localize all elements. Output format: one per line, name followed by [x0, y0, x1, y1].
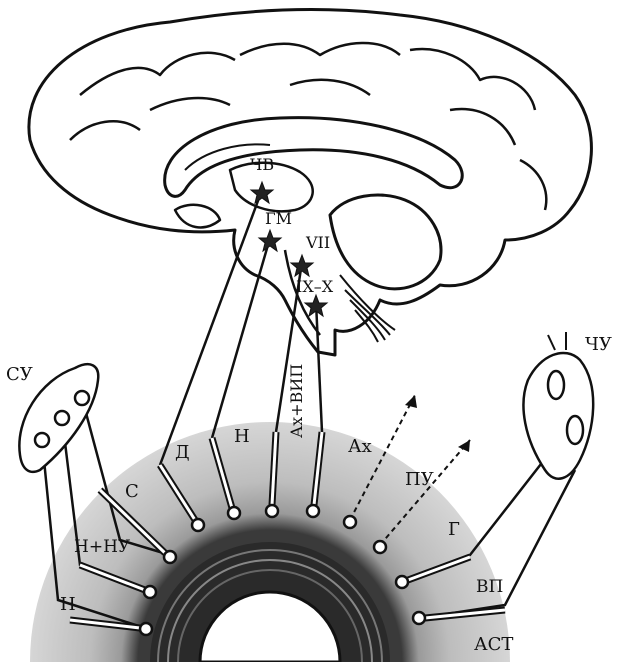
terminal-pu-1: [344, 516, 356, 528]
label-pu: ПУ: [405, 469, 434, 490]
label-ix-x: IX–X: [296, 277, 334, 296]
label-ax: Ах: [348, 436, 372, 457]
label-chv: ЧВ: [250, 155, 274, 174]
label-chu: ЧУ: [585, 334, 612, 355]
label-su: СУ: [6, 364, 33, 385]
arrowheads: [405, 395, 470, 452]
star-gm: [259, 230, 281, 251]
fiber-gm-n: [212, 238, 270, 438]
label-vii: VII: [305, 233, 330, 252]
label-ast: АСТ: [474, 634, 513, 655]
star-chv: [251, 182, 273, 203]
terminal-pu-2: [374, 541, 386, 553]
label-gm: ГМ: [265, 209, 292, 228]
label-n-bottom: Н: [60, 594, 76, 615]
label-s: С: [125, 481, 139, 502]
fiber-ixx-ax: [316, 302, 322, 432]
label-g: Г: [448, 519, 460, 540]
star-vii: [291, 255, 313, 276]
label-n-top: Н: [234, 426, 250, 447]
ganglion-chu: [523, 353, 593, 479]
label-vp: ВП: [476, 577, 503, 597]
label-ax-vip: Ах+ВИП: [287, 364, 306, 438]
label-d: Д: [175, 442, 190, 463]
label-n-nu: Н+НУ: [74, 537, 131, 557]
